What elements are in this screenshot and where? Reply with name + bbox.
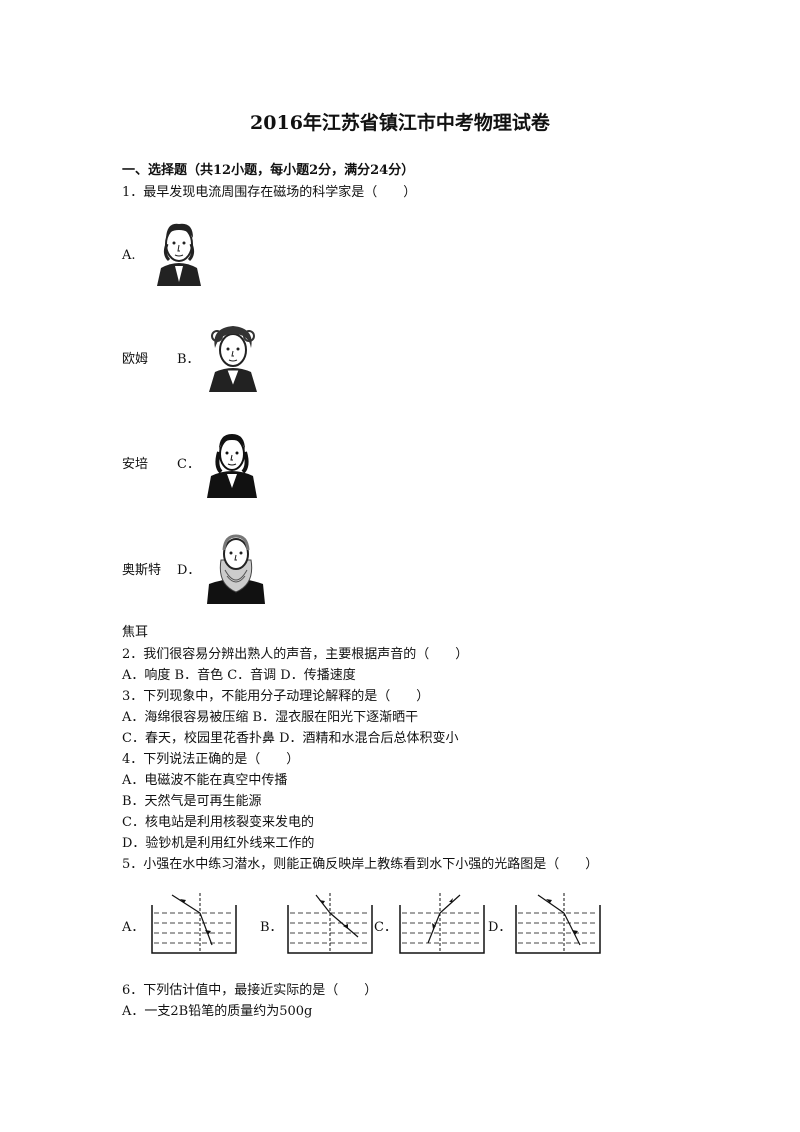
q5-beaker-diagram-a	[151, 893, 237, 954]
portrait-a-image	[157, 223, 201, 286]
q4-option-c: C．核电站是利用核裂变来发电的	[122, 815, 314, 830]
q5-stem: 5．小强在水中练习潜水，则能正确反映岸上教练看到水下小强的光路图是（ ）	[122, 857, 599, 872]
q4-option-d: D．验钞机是利用红外线来工作的	[122, 836, 315, 851]
portrait-b-image	[209, 326, 257, 392]
q5-option-b-label: B．	[260, 920, 283, 935]
q6-option-a: A．一支2B铅笔的质量约为500g	[122, 1004, 313, 1019]
q1-option-b-label: B．	[177, 352, 200, 367]
q3-options-line1: A．海绵很容易被压缩 B．湿衣服在阳光下逐渐晒干	[122, 710, 419, 725]
q4-stem: 4．下列说法正确的是（ ）	[122, 752, 300, 767]
portrait-c-image	[207, 434, 257, 498]
q5-beaker-diagram-b	[287, 893, 373, 954]
q1-option-d-prefix: 奥斯特	[122, 563, 162, 578]
q1-option-c-prefix: 安培	[122, 457, 149, 472]
q5-option-a-label: A．	[122, 920, 145, 935]
q1-option-a-label: A.	[122, 248, 136, 263]
q1-stem: 1．最早发现电流周围存在磁场的科学家是（ ）	[122, 185, 417, 200]
q4-option-b: B．天然气是可再生能源	[122, 794, 262, 809]
q3-options-line2: C．春天，校园里花香扑鼻 D．酒精和水混合后总体积变小	[122, 731, 459, 746]
q1-option-d-label: D．	[177, 563, 201, 578]
q4-option-a: A．电磁波不能在真空中传播	[122, 773, 288, 788]
q2-options: A．响度 B．音色 C．音调 D．传播速度	[122, 668, 356, 683]
q5-option-d-label: D．	[488, 920, 512, 935]
q1-option-b-prefix: 欧姆	[122, 352, 149, 367]
q5-beaker-diagram-c	[399, 893, 485, 954]
portrait-d-image	[207, 530, 265, 604]
section-heading: 一、选择题（共12小题，每小题2分，满分24分）	[122, 163, 415, 178]
q1-option-c-label: C．	[177, 457, 200, 472]
q3-stem: 3．下列现象中，不能用分子动理论解释的是（ ）	[122, 689, 430, 704]
q2-stem: 2．我们很容易分辨出熟人的声音，主要根据声音的（ ）	[122, 647, 469, 662]
q6-stem: 6．下列估计值中，最接近实际的是（ ）	[122, 983, 378, 998]
q5-option-c-label: C．	[374, 920, 397, 935]
exam-title: 2016年江苏省镇江市中考物理试卷	[250, 112, 550, 134]
q5-beaker-diagram-d	[515, 893, 601, 954]
q1-trailing-option-text: 焦耳	[122, 625, 149, 640]
